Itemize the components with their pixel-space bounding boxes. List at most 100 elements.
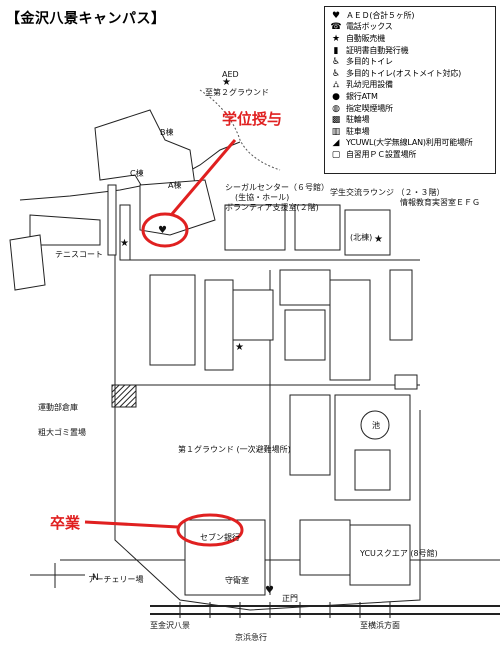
- volunteer-label: ボランティア支援室(２階): [225, 202, 319, 212]
- vending-machine-icon: ★: [331, 33, 341, 44]
- seagull-center-label: シーガルセンター（６号館）: [225, 182, 329, 192]
- legend-label: YCUWL(大学無線LAN)利用可能場所: [346, 138, 473, 148]
- auditorium-1: [354, 449, 391, 491]
- legend-row: ▩ 駐輪場: [329, 114, 491, 126]
- legend-row: ☎ 電話ボックス: [329, 22, 491, 34]
- to-kanazawa-label: 至金沢八景: [150, 620, 190, 630]
- a-building-label: A棟: [168, 180, 181, 190]
- legend-row: ♿ 多目的トイレ: [329, 56, 491, 68]
- north-wing-label: (北棟): [350, 232, 372, 242]
- legend-row: ♿ 多目的トイレ(オストメイト対応): [329, 68, 491, 80]
- nursing-room-icon: ⛼: [332, 80, 340, 91]
- pond-label: 池: [372, 420, 380, 430]
- graduation-circle: [176, 513, 244, 547]
- aed-heart-icon: ♥: [331, 10, 341, 21]
- legend-label: 銀行ATM: [346, 91, 378, 101]
- guard-room-label: 守衛室: [225, 575, 249, 585]
- vending-machine-icon: ★: [235, 342, 244, 353]
- pond: [360, 410, 390, 440]
- academic-info-center: [294, 204, 341, 251]
- legend-label: 多目的トイレ(オストメイト対応): [346, 68, 462, 78]
- seven-bank-label: セブン銀行: [200, 532, 240, 542]
- legend-label: 駐輪場: [346, 115, 370, 125]
- legend-row: ⛼ 乳幼児用設備: [329, 80, 491, 92]
- research-building-9: [329, 279, 371, 381]
- phone-booth-icon: ☎: [330, 22, 342, 33]
- science-building: [389, 269, 413, 341]
- research-building-7: [184, 519, 266, 596]
- map-title: 【金沢八景キャンパス】: [6, 11, 166, 27]
- building-5: [224, 204, 286, 251]
- legend-row: ▮ 証明書自動発行機: [329, 45, 491, 57]
- seagull-sub-label: (生協・ホール): [235, 192, 289, 202]
- sports-storage: [111, 384, 137, 408]
- ground2-label: 至第２グラウンド: [205, 87, 269, 97]
- archery-label: アーチェリー場: [88, 574, 144, 584]
- atm-icon: ●: [332, 91, 340, 102]
- to-yokohama-label: 至横浜方面: [360, 620, 400, 630]
- garbage-label: 粗大ゴミ置場: [38, 427, 86, 437]
- legend-label: 電話ボックス: [346, 22, 393, 32]
- ostomate-toilet-icon: ♿: [331, 68, 341, 79]
- map-legend: ♥ ＡＥＤ(合計５ヶ所) ☎ 電話ボックス ★ 自動販売機 ▮ 証明書自動発行機 ♿ 多目的トイレ…: [324, 6, 496, 174]
- vending-machine-icon: ★: [120, 238, 129, 249]
- north-arrow: [30, 563, 85, 588]
- aed-label: AED: [222, 70, 239, 79]
- north-wing: [344, 209, 391, 256]
- ycu-square-label: YCUスクエア (8号館): [359, 548, 438, 558]
- pc-icon: ▢: [331, 149, 341, 160]
- legend-label: 指定喫煙場所: [346, 103, 393, 113]
- degree-pointer: [170, 139, 237, 215]
- legend-row: ▢ 自習用ＰＣ設置場所: [329, 149, 491, 161]
- industry-center: [394, 374, 418, 390]
- lounge-label: 学生交流ラウンジ （２・３階）: [330, 187, 445, 197]
- vending-machine-icon: ★: [374, 234, 383, 245]
- main-gate-label: 正門: [282, 594, 298, 603]
- vending-machine-icon: ★: [222, 77, 231, 88]
- tennis-court-area: [29, 214, 101, 246]
- humanities-research-building: [204, 279, 234, 371]
- lecture-hall: [232, 289, 274, 341]
- admin-building: [289, 394, 331, 476]
- certificate-machine-icon: ▮: [333, 45, 339, 56]
- keikyu-label: 京浜急行: [235, 632, 267, 642]
- ground1-label: 第１グラウンド (一次避難場所): [178, 444, 291, 454]
- legend-label: 自動販売機: [346, 33, 385, 43]
- aed-heart-icon: ♥: [158, 225, 167, 236]
- legend-label: 証明書自動発行機: [346, 45, 409, 55]
- legend-row: ◢ YCUWL(大学無線LAN)利用可能場所: [329, 138, 491, 150]
- legend-row: ● 銀行ATM: [329, 91, 491, 103]
- left-column-building: [107, 184, 117, 256]
- bicycle-parking-icon: ▩: [331, 115, 341, 126]
- legend-row: ◍ 指定喫煙場所: [329, 103, 491, 115]
- bulletin-area: [299, 519, 351, 576]
- legend-row: ▥ 駐車場: [329, 126, 491, 138]
- info-efg-label: 情報教育実習室ＥＦＧ: [400, 197, 480, 207]
- degree-annotation: 学位授与: [222, 110, 283, 128]
- smoking-area-icon: ◍: [332, 103, 340, 114]
- b-building-label: B棟: [160, 127, 174, 137]
- dojo-building: [9, 234, 46, 291]
- legend-row: ★ 自動販売機: [329, 33, 491, 45]
- carillon-hall: [284, 309, 326, 361]
- science-research-building: [149, 274, 196, 366]
- wifi-icon: ◢: [332, 138, 340, 149]
- legend-label: 多目的トイレ: [346, 57, 393, 67]
- legend-label: 自習用ＰＣ設置場所: [346, 149, 417, 159]
- degree-circle: [141, 212, 189, 248]
- tennis-label: テニスコート: [55, 250, 103, 259]
- graduation-annotation: 卒業: [50, 514, 81, 532]
- north-label: N: [92, 573, 99, 583]
- accessible-toilet-icon: ♿: [331, 57, 341, 68]
- legend-row: ♥ ＡＥＤ(合計５ヶ所): [329, 10, 491, 22]
- legend-label: 駐車場: [346, 126, 370, 136]
- outdoor-stage-block: [279, 269, 331, 306]
- ycu-square-8: [349, 524, 411, 586]
- legend-label: ＡＥＤ(合計５ヶ所): [346, 10, 415, 20]
- aed-heart-icon: ♥: [265, 585, 274, 596]
- legend-label: 乳幼児用設備: [346, 80, 393, 90]
- sports-storage-label: 運動部倉庫: [38, 402, 78, 412]
- parking-icon: ▥: [331, 126, 341, 137]
